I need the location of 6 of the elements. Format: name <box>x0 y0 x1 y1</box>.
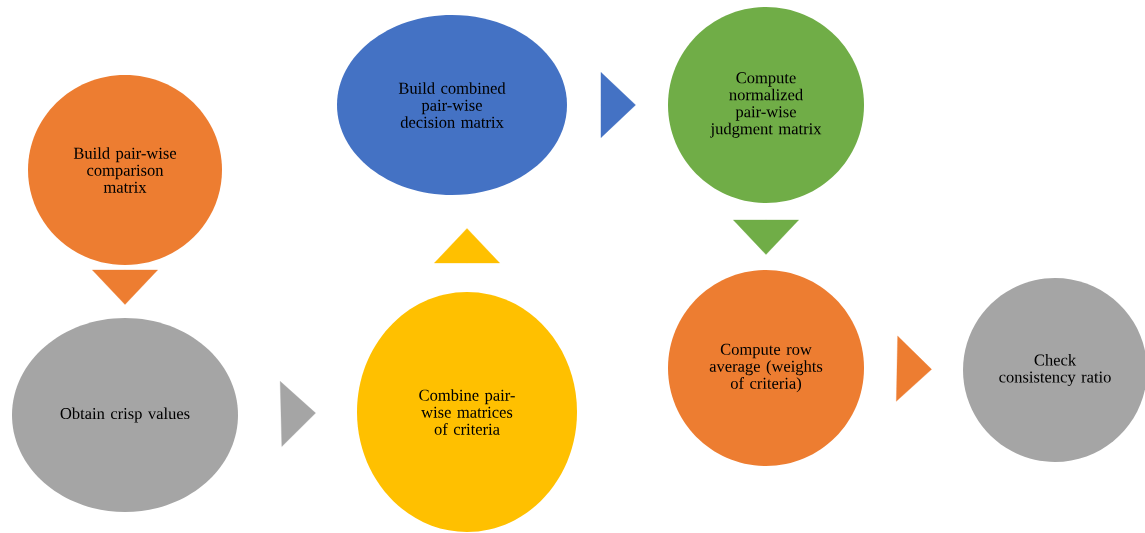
arrow <box>92 269 158 305</box>
arrow <box>896 335 932 402</box>
arrow <box>434 228 500 264</box>
arrow <box>600 72 636 138</box>
arrow <box>280 381 316 447</box>
arrow <box>733 219 799 255</box>
